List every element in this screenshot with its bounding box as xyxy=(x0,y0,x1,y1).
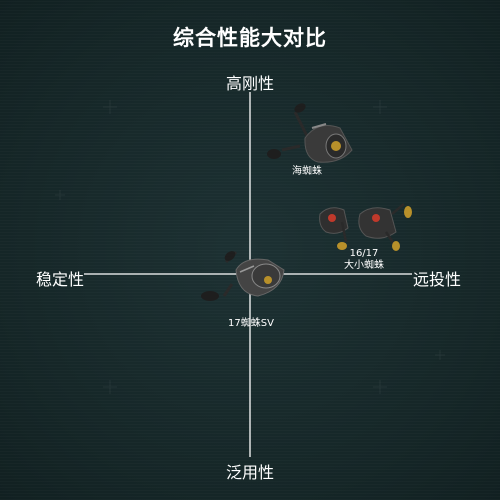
reel-image-17-spider-sv xyxy=(201,250,285,301)
reel-image-16-17-spider xyxy=(319,203,412,251)
background-cross-marks xyxy=(55,100,445,394)
product-label-16-17-spider: 16/17 大小蜘蛛 xyxy=(336,248,392,272)
reel-image-hai-spider xyxy=(267,103,353,163)
product-label-line1: 16/17 xyxy=(349,248,379,259)
axis-label-left: 稳定性 xyxy=(36,270,85,289)
product-label-hai-spider: 海蜘蛛 xyxy=(292,166,322,177)
axis-label-top: 高刚性 xyxy=(225,74,274,93)
axis-label-right: 远投性 xyxy=(413,270,462,289)
product-label-17-spider-sv: 17蜘蛛SV xyxy=(228,318,274,329)
product-label-line2: 大小蜘蛛 xyxy=(344,260,384,271)
axis-label-bottom: 泛用性 xyxy=(225,463,274,482)
page-title: 综合性能大对比 xyxy=(173,26,327,50)
